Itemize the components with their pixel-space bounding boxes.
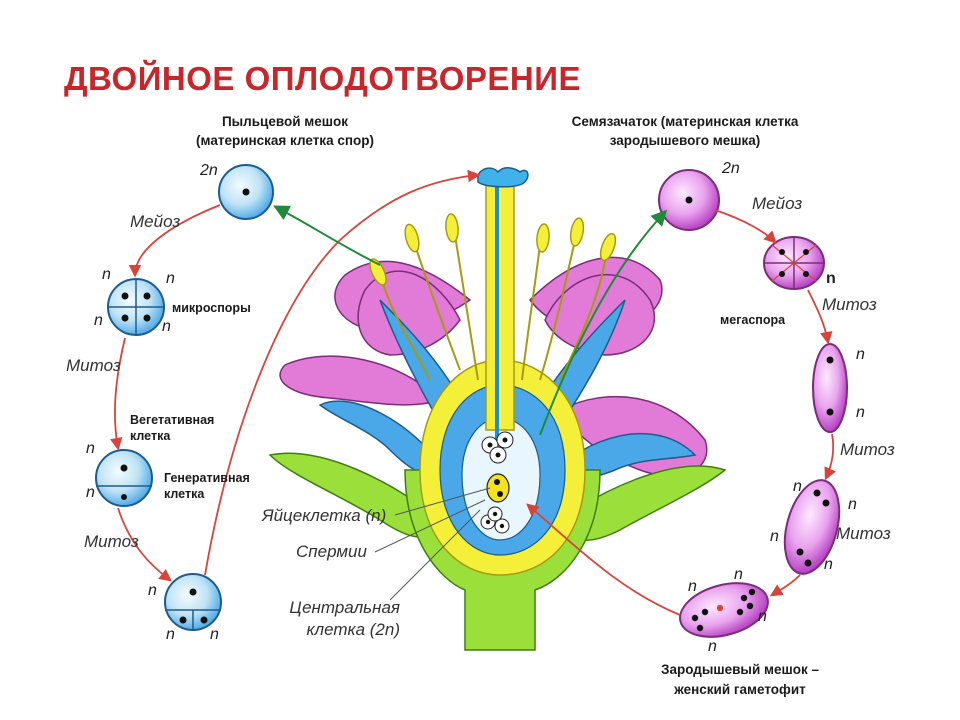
left-header-line1: Пыльцевой мешок (221, 114, 349, 129)
egg-cell-label: Яйцеклетка (n) (262, 506, 387, 525)
arrow-mitosis-right-1 (807, 289, 833, 345)
megaspore-tetrad (763, 236, 825, 290)
embryo-sac-4-nuclei (783, 479, 841, 575)
right-n-7: n (824, 556, 833, 573)
left-header-line2: (материнская клетка спор) (196, 133, 374, 148)
right-ploidy-2n: 2n (722, 160, 740, 177)
left-mitosis-1-label: Митоз (66, 356, 121, 375)
right-n-2: n (856, 346, 865, 363)
generative-cell-label: Генеративная клетка (164, 470, 250, 502)
petal-lower-left (279, 355, 442, 406)
embryo-sac-caption: Зародышевый мешок – женский гаметофит (640, 660, 840, 700)
microspore-tetrad (107, 278, 165, 336)
anthers (369, 213, 617, 286)
arrow-mitosis-right-2 (824, 433, 836, 481)
right-n-4: n (793, 478, 802, 495)
mature-pollen (164, 573, 222, 631)
right-n-5: n (848, 496, 857, 513)
central-cell-label: Центральная клетка (2n) (280, 597, 400, 641)
sperm-label: Спермии (296, 542, 367, 561)
left-n-7: n (148, 582, 157, 599)
arrow-mitosis-left-2 (117, 507, 173, 582)
left-n-8: n (166, 626, 175, 643)
right-n-6: n (770, 528, 779, 545)
left-n-2: n (166, 270, 175, 287)
vegetative-cell-label: Вегетативная клетка (130, 412, 214, 444)
microspores-label: микроспоры (172, 301, 251, 315)
left-n-3: n (94, 312, 103, 329)
right-n-11: n (708, 638, 717, 655)
right-mitosis-1-label: Митоз (822, 295, 877, 314)
left-header: Пыльцевой мешок (материнская клетка спор… (170, 112, 400, 150)
right-n-9: n (734, 566, 743, 583)
stamens (381, 234, 607, 381)
leaf-right (559, 465, 727, 541)
embryo-sac-caption-line2: женский гаметофит (674, 682, 806, 697)
left-n-6: n (86, 484, 95, 501)
right-mitosis-2-label: Митоз (840, 440, 895, 459)
central-line2: клетка (2n) (306, 620, 400, 639)
embryo-sac-2-nuclei (812, 343, 848, 433)
left-meiosis-label: Мейоз (130, 212, 181, 231)
left-mitosis-2-label: Митоз (84, 532, 139, 551)
vegetative-line2: клетка (130, 429, 171, 443)
sepal-left (318, 400, 447, 475)
stigma (477, 167, 529, 188)
embryo-sac-caption-line1: Зародышевый мешок – (660, 662, 820, 677)
arrow-ovule-to-megaspore-cell (539, 209, 668, 436)
arrow-anther-to-pollen-sac (273, 205, 381, 266)
synergid-cells (481, 431, 514, 464)
style (485, 184, 515, 431)
arrow-mitosis-left-1 (110, 337, 126, 451)
arrow-meiosis-left (128, 204, 221, 278)
generative-line2: клетка (164, 487, 205, 501)
egg-cell (486, 473, 510, 503)
petal-upper-left (357, 270, 461, 356)
generative-line1: Генеративная (164, 471, 250, 485)
leaf-left (268, 452, 441, 538)
arrow-to-ovule (526, 503, 681, 616)
right-n-1: n (826, 270, 836, 287)
right-mitosis-3-label: Митоз (836, 524, 891, 543)
right-cycle (526, 169, 848, 638)
right-meiosis-label: Мейоз (752, 194, 803, 213)
antipodal-cells (480, 506, 510, 534)
page-title: ДВОЙНОЕ ОПЛОДОТВОРЕНИЕ (64, 60, 581, 97)
left-cycle (95, 164, 481, 631)
arrow-pollination (204, 169, 481, 576)
left-n-4: n (162, 318, 171, 335)
right-header: Семязачаток (материнская клетка зародыше… (535, 112, 835, 150)
right-header-line2: зародышевого мешка) (609, 133, 761, 148)
arrow-mitosis-right-3 (769, 574, 801, 597)
central-line1: Центральная (289, 598, 400, 617)
megaspore-label: мегаспора (720, 313, 786, 327)
arrow-meiosis-right (714, 209, 777, 244)
mature-embryo-sac (679, 582, 769, 638)
left-n-9: n (210, 626, 219, 643)
left-n-1: n (102, 266, 111, 283)
right-n-3: n (856, 404, 865, 421)
right-header-line1: Семязачаток (материнская клетка (571, 114, 799, 129)
vegetative-line1: Вегетативная (130, 413, 215, 427)
left-n-5: n (86, 440, 95, 457)
flower (268, 167, 727, 651)
pointer-lines (374, 487, 491, 601)
right-n-10: n (758, 608, 767, 625)
two-cell-pollen (95, 449, 153, 507)
left-ploidy-2n: 2n (200, 162, 218, 179)
right-n-8: n (688, 578, 697, 595)
